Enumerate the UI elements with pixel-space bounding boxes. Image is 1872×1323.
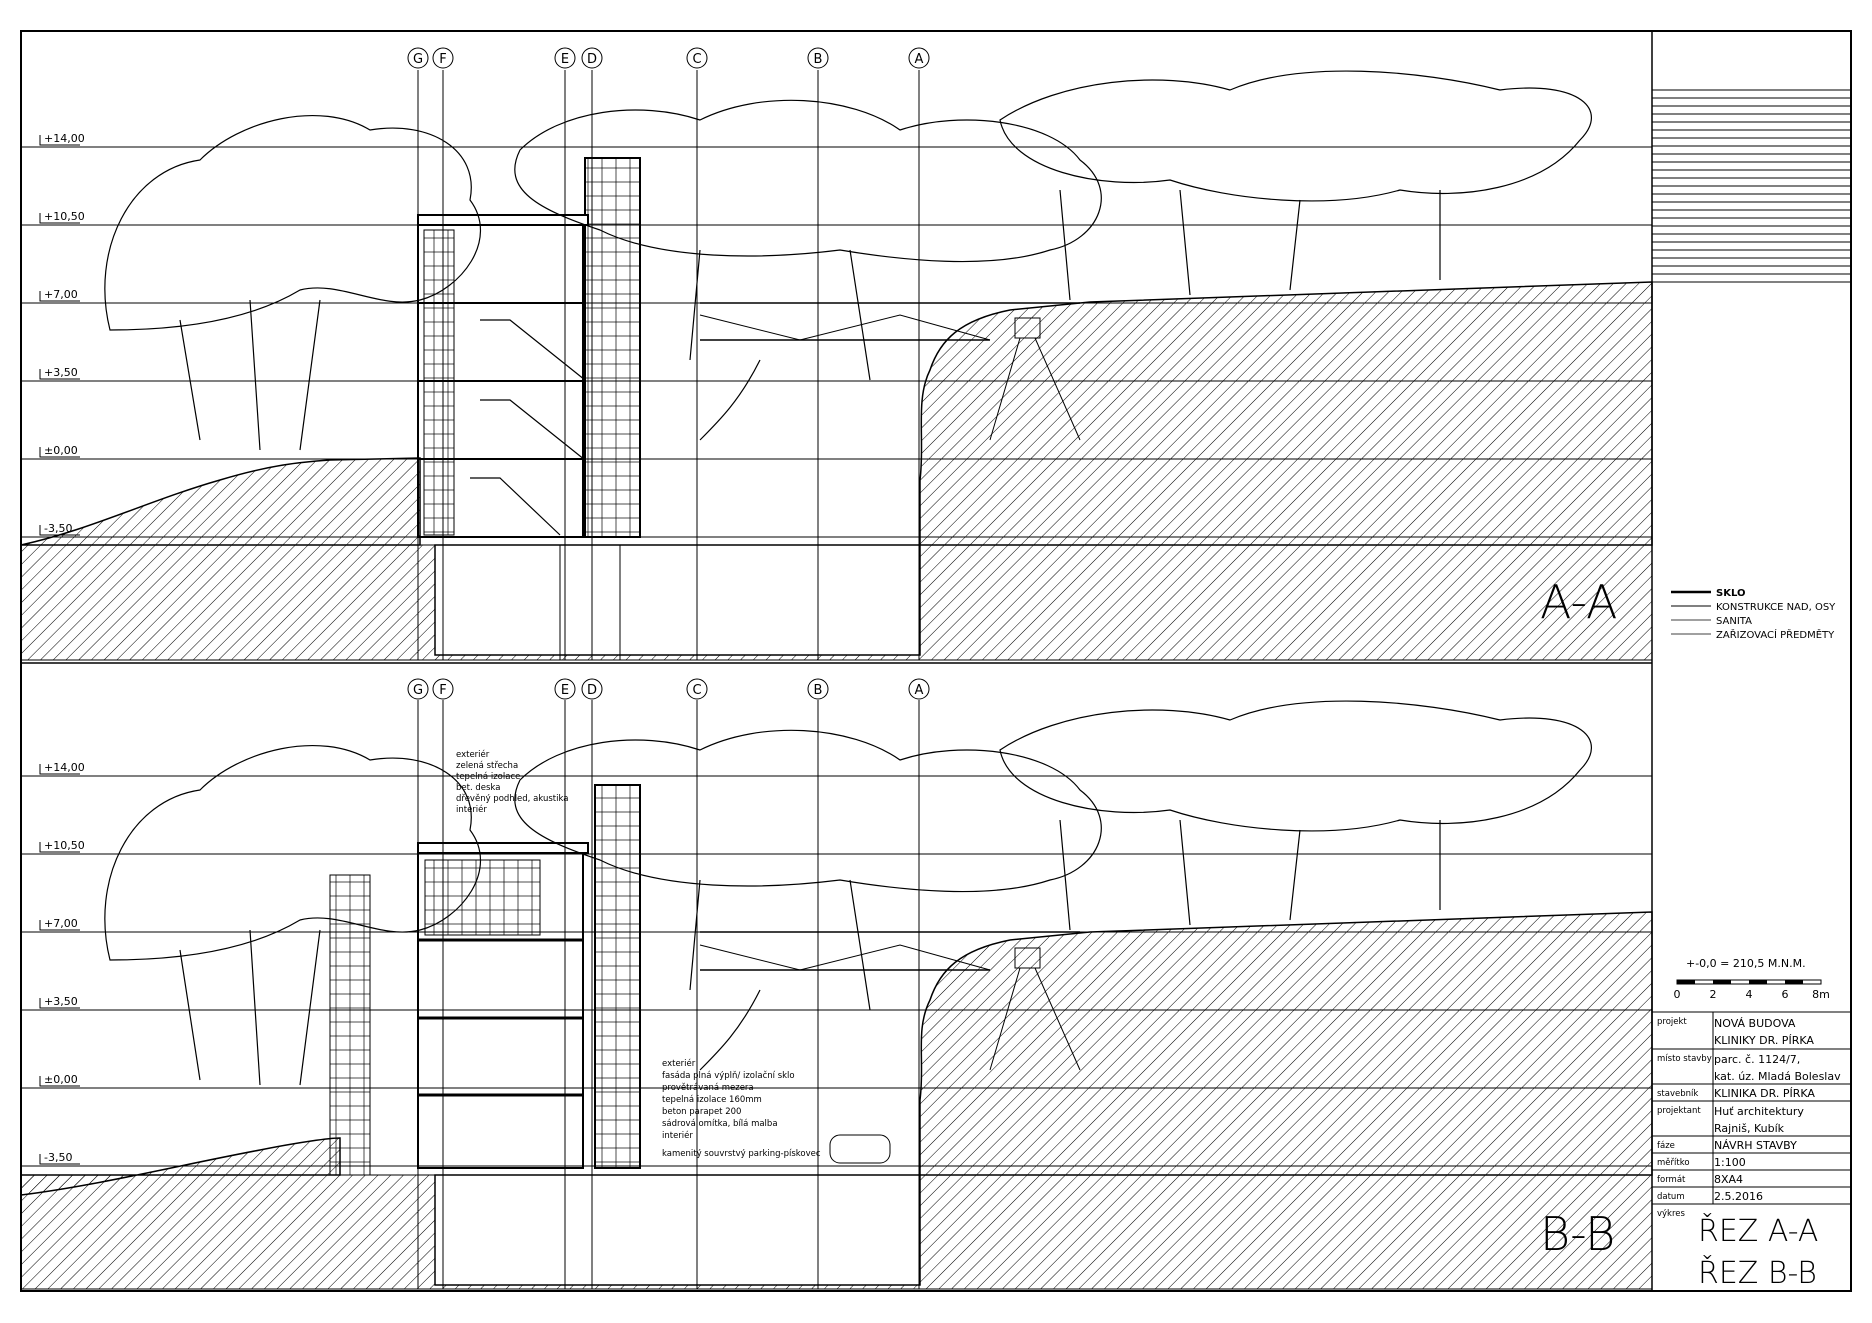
- legend-item: ZAŘIZOVACÍ PŘEDMĚTY: [1716, 628, 1835, 641]
- tb-value: parc. č. 1124/7,: [1714, 1053, 1800, 1066]
- axis-label: B: [814, 52, 823, 67]
- roof-layer: interiér: [456, 804, 487, 815]
- level-label: ±0,00: [44, 1073, 78, 1086]
- drawing-title-aa: ŘEZ A-A: [1698, 1213, 1818, 1249]
- axis-label: A: [915, 683, 924, 698]
- tb-label: datum: [1657, 1192, 1685, 1202]
- tb-label: formát: [1657, 1175, 1686, 1185]
- legend: SKLO KONSTRUKCE NAD, OSY SANITA ZAŘIZOVA…: [1671, 588, 1836, 641]
- drawing-title-bb: ŘEZ B-B: [1698, 1255, 1817, 1291]
- section-bb: G F E D C B A +14,00 +10,50 +7,00 +3,50 …: [20, 678, 1653, 1290]
- building-aa: [417, 157, 1081, 660]
- tb-label: měřítko: [1657, 1158, 1690, 1168]
- axis-label: E: [561, 52, 569, 67]
- trees-aa: [104, 70, 1592, 451]
- level-markers-bb: [39, 764, 80, 1165]
- scale-tick: 8m: [1812, 988, 1830, 1001]
- wall-layer: fasáda plná výplň/ izolační sklo: [662, 1070, 795, 1081]
- tb-label: fáze: [1657, 1141, 1675, 1151]
- level-markers-aa: [39, 135, 80, 536]
- tb-value: 1:100: [1714, 1156, 1746, 1169]
- ground-right: [919, 281, 1653, 546]
- tb-value: KLINIKA DR. PÍRKA: [1714, 1087, 1815, 1100]
- wall-layer: sádrová omítka, bílá malba: [662, 1119, 778, 1129]
- ground-right: [919, 911, 1653, 1176]
- axis-label: G: [413, 52, 423, 67]
- datum-note: +-0,0 = 210,5 M.N.M.: [1686, 957, 1806, 970]
- tb-value: Huť architektury: [1714, 1105, 1804, 1118]
- axis-label: F: [439, 52, 446, 67]
- axis-label: E: [561, 683, 569, 698]
- ground-left: [20, 457, 421, 546]
- level-label: +14,00: [44, 132, 85, 145]
- wall-layer: tepelná izolace 160mm: [662, 1095, 762, 1105]
- section-label-bb: B-B: [1540, 1207, 1615, 1261]
- level-label: +7,00: [44, 288, 78, 301]
- wall-layer: exteriér: [662, 1058, 696, 1069]
- axis-label: F: [439, 683, 446, 698]
- tb-label: projekt: [1657, 1017, 1687, 1027]
- section-aa: G F E D C B A +14,00 +10,50 +7,00 +3,50 …: [20, 47, 1653, 661]
- wall-layer: beton parapet 200: [662, 1107, 741, 1117]
- axis-label: C: [692, 52, 701, 67]
- scale-tick: 6: [1782, 988, 1789, 1001]
- level-label: +10,50: [44, 210, 85, 223]
- tb-value: kat. úz. Mladá Boleslav: [1714, 1070, 1841, 1083]
- trees-bb: [104, 700, 1592, 1086]
- axis-markers-aa: G F E D C B A: [407, 47, 930, 69]
- roof-layer: dřevěný podhled, akustika: [456, 794, 568, 804]
- tb-value: Rajniš, Kubík: [1714, 1122, 1785, 1135]
- level-label: +3,50: [44, 995, 78, 1008]
- tb-label: výkres: [1657, 1209, 1686, 1219]
- hatch-lines-block: [1652, 89, 1851, 283]
- roof-layers-note: exteriér zelená střecha tepelná izolace …: [456, 749, 568, 815]
- level-label: ±0,00: [44, 444, 78, 457]
- level-labels-bb: +14,00 +10,50 +7,00 +3,50 ±0,00 -3,50: [44, 761, 85, 1164]
- level-labels-aa: +14,00 +10,50 +7,00 +3,50 ±0,00 -3,50: [44, 132, 85, 535]
- scale-tick: 2: [1710, 988, 1717, 1001]
- tb-value: NÁVRH STAVBY: [1714, 1139, 1797, 1152]
- tb-value: 2.5.2016: [1714, 1190, 1763, 1203]
- roof-layer: exteriér: [456, 749, 490, 760]
- tb-label: stavebník: [1657, 1089, 1698, 1099]
- level-label: -3,50: [44, 522, 72, 535]
- title-block: projekt místo stavby stavebník projektan…: [1652, 1011, 1851, 1291]
- scale-tick: 0: [1674, 988, 1681, 1001]
- axis-label: A: [915, 52, 924, 67]
- legend-item: SKLO: [1716, 588, 1745, 599]
- axis-label: C: [692, 683, 701, 698]
- axis-label: D: [587, 683, 597, 698]
- level-label: -3,50: [44, 1151, 72, 1164]
- building-bb: [329, 784, 1081, 1286]
- wall-layer: provětrávaná mezera: [662, 1083, 754, 1093]
- section-label-aa: A-A: [1540, 575, 1618, 629]
- scale-tick: 4: [1746, 988, 1753, 1001]
- tb-label: místo stavby: [1657, 1054, 1712, 1064]
- level-label: +14,00: [44, 761, 85, 774]
- axis-label: G: [413, 683, 423, 698]
- roof-layer: tepelná izolace: [456, 772, 520, 782]
- level-label: +10,50: [44, 839, 85, 852]
- axis-label: D: [587, 52, 597, 67]
- wall-layer: interiér: [662, 1130, 693, 1141]
- scale-bar: +-0,0 = 210,5 M.N.M. 0 2 4 6 8m: [1674, 957, 1830, 1001]
- wall-layers-note: exteriér fasáda plná výplň/ izolační skl…: [662, 1058, 821, 1159]
- axis-label: B: [814, 683, 823, 698]
- legend-item: KONSTRUKCE NAD, OSY: [1716, 602, 1836, 613]
- tb-value: NOVÁ BUDOVA: [1714, 1017, 1796, 1030]
- tb-value: KLINIKY DR. PÍRKA: [1714, 1034, 1814, 1047]
- level-label: +7,00: [44, 917, 78, 930]
- roof-layer: zelená střecha: [456, 761, 518, 771]
- tb-label: projektant: [1657, 1106, 1701, 1116]
- axis-markers-bb: G F E D C B A: [407, 678, 930, 700]
- sheet-frame: [20, 30, 1852, 1292]
- roof-layer: bet. deska: [456, 783, 500, 793]
- grid-axes-aa: [417, 70, 920, 660]
- tb-value: 8XA4: [1714, 1173, 1743, 1186]
- level-label: +3,50: [44, 366, 78, 379]
- ground-note: kamenitý souvrstvý parking-pískovec: [662, 1149, 821, 1159]
- grid-axes-bb: [417, 700, 920, 1289]
- legend-item: SANITA: [1716, 616, 1752, 627]
